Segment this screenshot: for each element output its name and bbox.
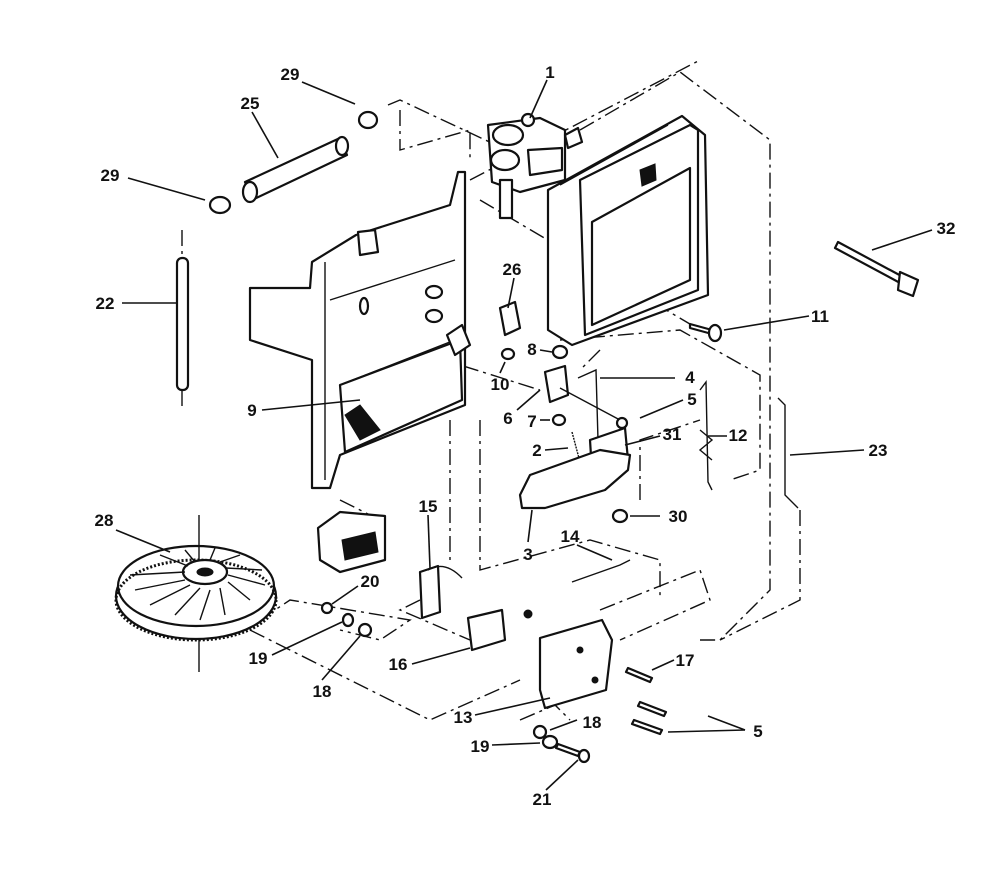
- callout-18: 18: [583, 713, 602, 732]
- ignition-assembly: [418, 564, 614, 710]
- callout-28: 28: [95, 511, 114, 530]
- callout-4: 4: [685, 368, 695, 387]
- air-vane-guard: [316, 510, 387, 574]
- screw-10: [500, 347, 516, 361]
- callout-15: 15: [419, 497, 438, 516]
- callout-1: 1: [545, 63, 554, 82]
- long-bolt: [833, 240, 920, 298]
- callout-16: 16: [389, 655, 408, 674]
- fasteners: [320, 601, 668, 764]
- leader-lines: [115, 79, 933, 791]
- callout-2: 2: [532, 441, 541, 460]
- callout-6: 6: [503, 409, 512, 428]
- callout-23: 23: [869, 441, 888, 460]
- blower-housing: [248, 170, 472, 490]
- pin-17: [624, 666, 654, 684]
- carburetor: [486, 112, 584, 220]
- wire-14: [571, 559, 631, 583]
- callout-labels: 1 29 25 29 22 26 32 11 8 10 4 9 6 5 7 2 …: [95, 63, 956, 809]
- callout-3: 3: [523, 545, 532, 564]
- callout-22: 22: [96, 294, 115, 313]
- callout-7: 7: [527, 412, 536, 431]
- callout-29: 29: [281, 65, 300, 84]
- callout-14: 14: [561, 527, 580, 546]
- governor-rod: [777, 397, 799, 509]
- screw-30: [611, 508, 629, 524]
- callout-18: 18: [313, 682, 332, 701]
- callout-31: 31: [663, 425, 682, 444]
- callout-21: 21: [533, 790, 552, 809]
- callout-30: 30: [669, 507, 688, 526]
- bracket-26: [498, 300, 522, 337]
- callout-5: 5: [753, 722, 762, 741]
- callout-25: 25: [241, 94, 260, 113]
- callout-12: 12: [729, 426, 748, 445]
- callout-5: 5: [687, 390, 696, 409]
- flywheel: [114, 515, 278, 672]
- callout-26: 26: [503, 260, 522, 279]
- callout-19: 19: [249, 649, 268, 668]
- screw-11: [688, 322, 723, 343]
- air-cleaner: [546, 114, 710, 347]
- callout-32: 32: [937, 219, 956, 238]
- control-plate: [518, 448, 632, 510]
- fuel-line-assembly: [208, 110, 379, 215]
- governor-parts: [543, 344, 629, 430]
- callout-9: 9: [247, 401, 256, 420]
- callout-13: 13: [454, 708, 473, 727]
- callout-19: 19: [471, 737, 490, 756]
- callout-20: 20: [361, 572, 380, 591]
- callout-17: 17: [676, 651, 695, 670]
- pin-22: [175, 256, 190, 392]
- callout-29: 29: [101, 166, 120, 185]
- callout-11: 11: [811, 307, 829, 326]
- callout-10: 10: [491, 375, 510, 394]
- callout-8: 8: [527, 340, 536, 359]
